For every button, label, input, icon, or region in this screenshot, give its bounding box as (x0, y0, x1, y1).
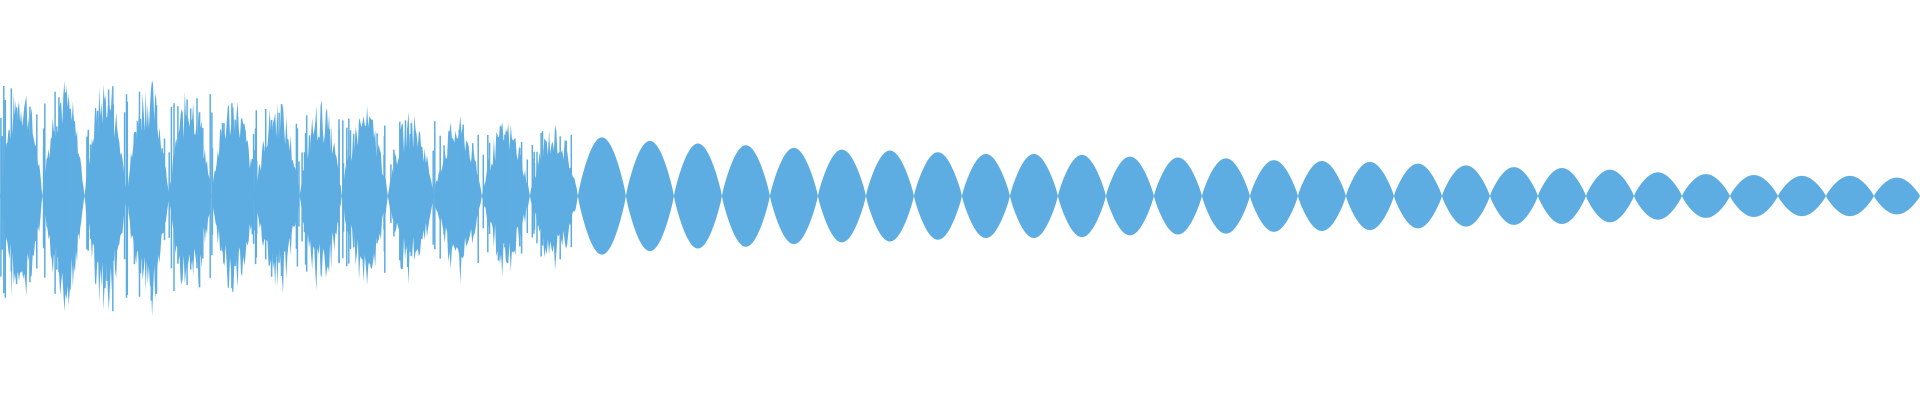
waveform-burst (84, 84, 127, 311)
waveform-burst (433, 115, 482, 284)
waveform-bursts (0, 80, 1920, 317)
